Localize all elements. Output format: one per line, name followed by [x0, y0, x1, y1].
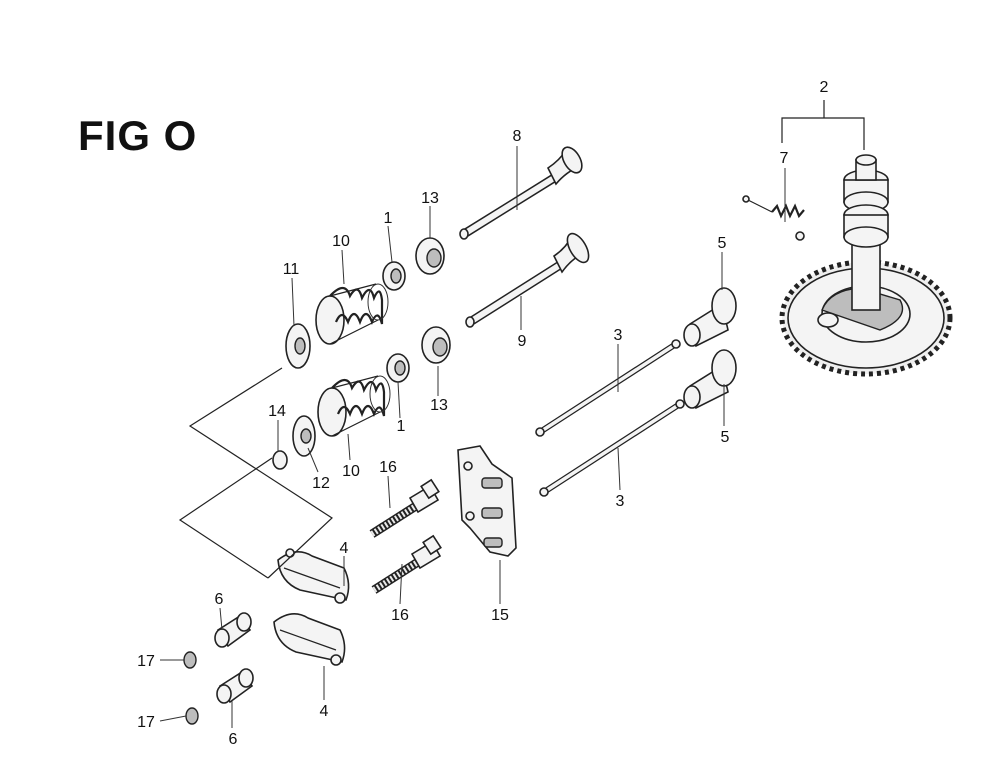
callout-3: 3	[616, 493, 625, 510]
callout-17: 17	[137, 714, 155, 731]
callout-16: 16	[379, 459, 397, 476]
callout-6: 6	[229, 731, 238, 748]
camshaft-gear	[779, 154, 953, 377]
tappet-lower	[683, 349, 737, 410]
rocker-pivot-lower	[216, 668, 254, 704]
callout-8: 8	[513, 128, 522, 145]
figure-title: FIG O	[78, 112, 198, 159]
callout-16: 16	[391, 607, 409, 624]
rocker-pivot-upper	[214, 612, 252, 648]
callout-1: 1	[397, 418, 406, 435]
callout-10: 10	[342, 463, 360, 480]
assembly-guide-lines	[178, 100, 865, 579]
callout-11: 11	[283, 261, 300, 278]
valve-collet-upper	[382, 261, 406, 291]
callout-12: 12	[312, 475, 330, 492]
valve-seat-upper	[415, 237, 445, 275]
push-rod-guide-plate	[457, 445, 517, 557]
callout-4: 4	[340, 540, 349, 557]
push-rod-lower	[539, 399, 685, 497]
valve-spring-upper	[315, 283, 389, 345]
callout-5: 5	[718, 235, 727, 252]
callout-2: 2	[820, 79, 829, 96]
valve-intake	[465, 232, 590, 328]
valve-seat-lower	[421, 326, 451, 364]
callout-9: 9	[518, 333, 527, 350]
tappet-cap	[272, 450, 288, 470]
callout-6: 6	[215, 591, 224, 608]
callout-7: 7	[780, 150, 789, 167]
callout-10: 10	[332, 233, 350, 250]
rocker-nut-lower	[185, 707, 199, 725]
tappet-upper	[683, 287, 737, 348]
rocker-nut-upper	[183, 651, 197, 669]
callout-4: 4	[320, 703, 329, 720]
rocker-stud-upper	[369, 478, 440, 538]
spring-retainer-12	[292, 415, 316, 457]
valve-exhaust	[459, 146, 583, 240]
callout-3: 3	[614, 327, 623, 344]
callout-5: 5	[721, 429, 730, 446]
callout-15: 15	[491, 607, 509, 624]
push-rod-upper	[535, 339, 681, 437]
rocker-arm-upper	[277, 548, 350, 604]
callout-labels: 2 7 8 13 1 10 11 9 5 3 13 1 14 12 10 5 1…	[137, 79, 828, 748]
valve-collet-lower	[386, 353, 410, 383]
callout-14: 14	[268, 403, 286, 420]
rocker-stud-lower	[371, 534, 442, 594]
callout-1: 1	[384, 210, 393, 227]
rocker-arm-lower	[273, 613, 346, 666]
spring-retainer-11	[285, 323, 311, 369]
callout-17: 17	[137, 653, 155, 670]
leader-lines	[159, 146, 786, 728]
callout-13: 13	[430, 397, 448, 414]
callout-13: 13	[421, 190, 439, 207]
decompressor-spring	[742, 195, 805, 241]
valve-spring-lower	[317, 375, 391, 437]
